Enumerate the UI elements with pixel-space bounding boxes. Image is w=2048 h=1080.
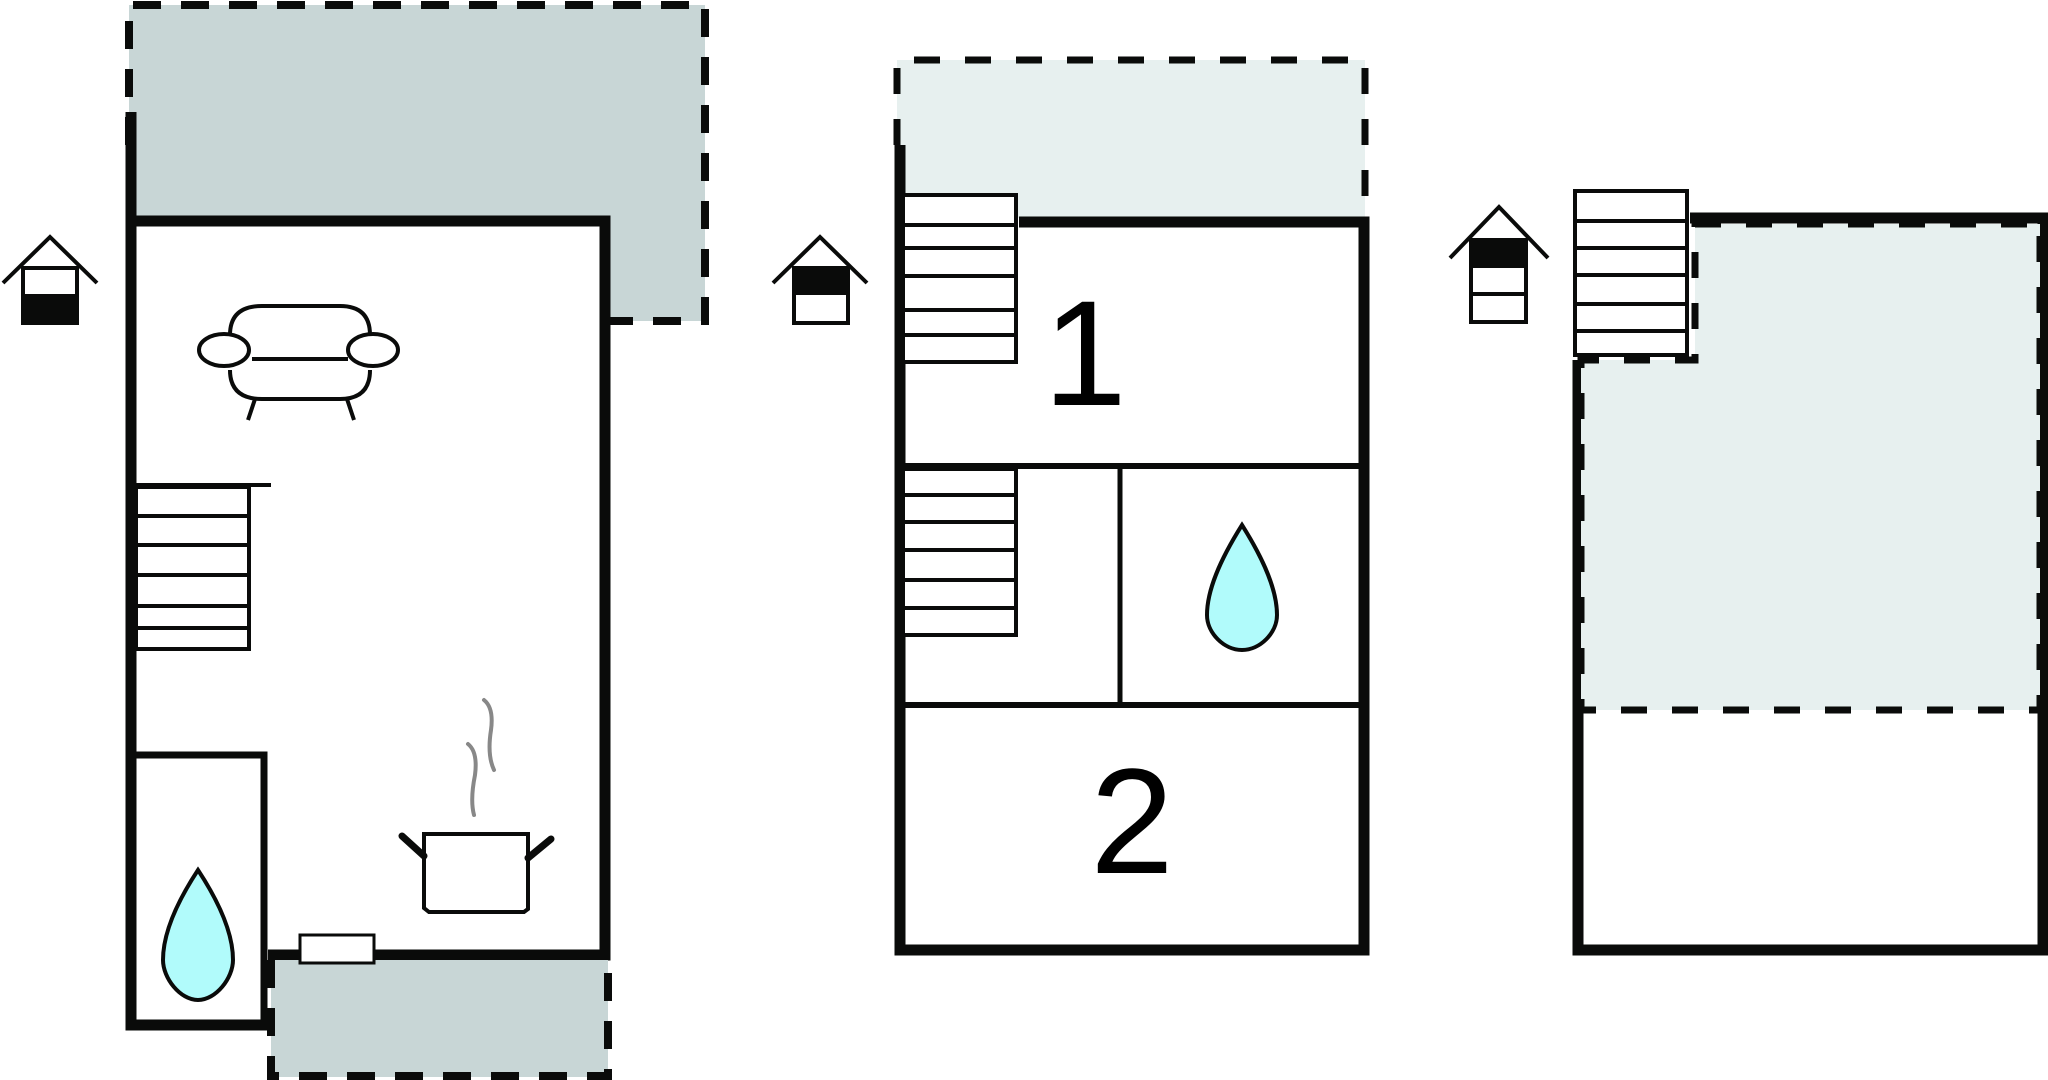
first-staircase-lower (901, 467, 1018, 637)
balcony (897, 60, 1365, 218)
floor-indicator-ground-icon (1, 234, 99, 325)
balcony-border (893, 56, 1369, 218)
ground-outer-wall (125, 112, 268, 1031)
terrace-bottom (271, 960, 608, 1077)
water-drop-icon (1204, 521, 1280, 653)
terrace-top-border (125, 1, 709, 325)
floor-indicator-first-icon (771, 234, 869, 325)
first-staircase-upper (901, 193, 1018, 364)
room-label-2: 2 (1090, 737, 1173, 905)
ground-floor (1, 1, 709, 1080)
roof-terrace (1577, 220, 2044, 714)
second-staircase (1573, 189, 1689, 357)
cooking-pot-icon (398, 698, 555, 914)
ground-door[interactable] (298, 933, 376, 965)
sofa-icon (197, 304, 400, 421)
room-label-1: 1 (1043, 269, 1126, 437)
ground-staircase (134, 483, 271, 651)
water-drop-icon (160, 866, 236, 1003)
terrace-bottom-border (267, 955, 612, 1080)
ground-bathroom-wall (134, 751, 268, 1025)
floor-indicator-second-icon (1448, 204, 1550, 324)
first-floor: 1 2 (771, 56, 1370, 956)
ground-top-wall (131, 215, 611, 961)
terrace-top (129, 5, 705, 321)
second-outer-wall (1572, 212, 2048, 956)
second-floor (1448, 189, 2048, 956)
first-outer-wall (894, 145, 1370, 956)
